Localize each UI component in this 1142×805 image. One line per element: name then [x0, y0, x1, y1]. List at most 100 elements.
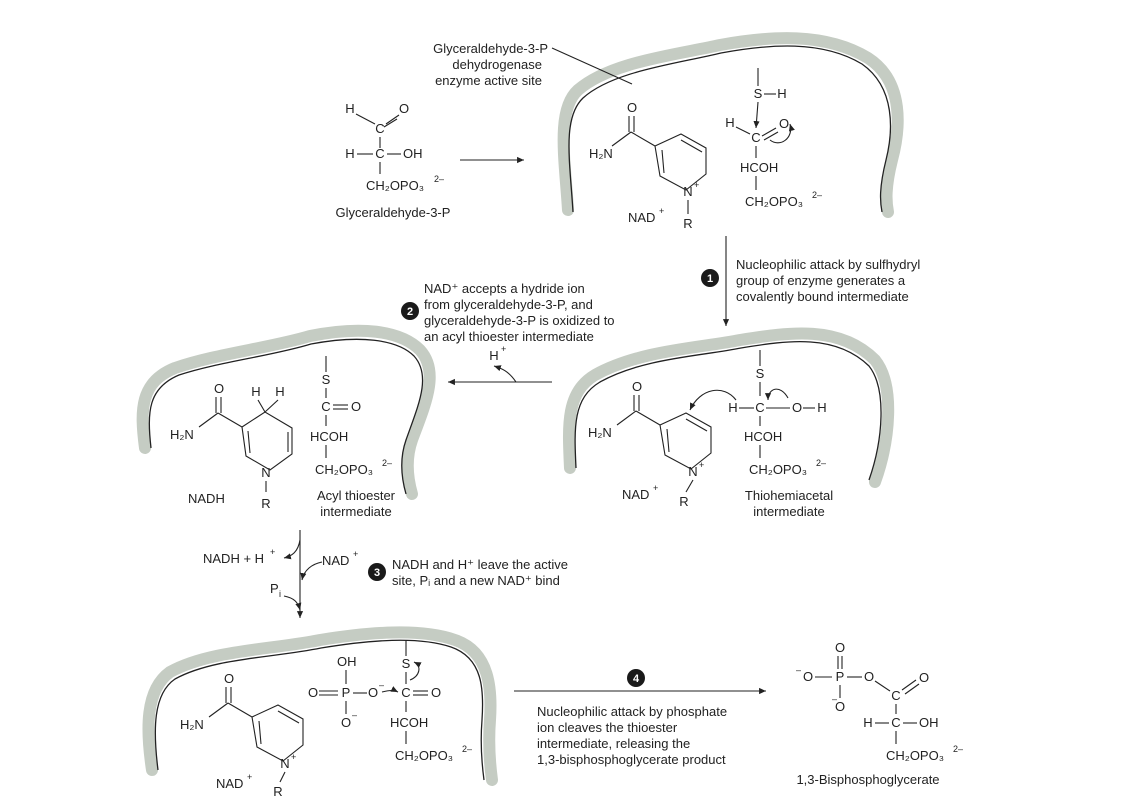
step-1-line-1: Nucleophilic attack by sulfhydryl — [736, 257, 920, 272]
charge-2-minus: 2– — [462, 744, 472, 754]
nad-charge-plus: + — [247, 772, 252, 782]
charge-2-minus: 2– — [382, 458, 392, 468]
product-label: 1,3-Bisphosphoglycerate — [796, 772, 939, 787]
atom-o: O — [308, 685, 318, 700]
charge-plus: + — [699, 460, 704, 470]
atom-c: C — [375, 121, 384, 136]
nad-plus-label: NAD — [216, 776, 243, 791]
arrow-proton-release — [493, 365, 517, 383]
arrow-nucleophilic-attack — [753, 101, 760, 129]
atom-p: P — [342, 685, 351, 700]
arrow-hydride-transfer — [689, 389, 737, 411]
step-1-line-3: covalently bound intermediate — [736, 289, 909, 304]
charge-plus: + — [694, 180, 699, 190]
nad-charge-plus: + — [653, 483, 658, 493]
step-3-line-2: site, Pᵢ and a new NAD⁺ bind — [392, 573, 560, 588]
amide-h2n: H₂N — [170, 427, 194, 442]
nad-plus-label: NAD — [622, 487, 649, 502]
step-4-line-3: intermediate, releasing the — [537, 736, 690, 751]
charge-minus: – — [832, 694, 837, 704]
product-1-3-bisphosphoglycerate: O – O P O O – C O H C OH CH₂OPO₃ 2– 1,3-… — [796, 640, 963, 787]
step-1-badge — [701, 269, 719, 287]
atom-c: C — [891, 688, 900, 703]
step-4-line-2: ion cleaves the thioester — [537, 720, 678, 735]
step-2-line-4: an acyl thioester intermediate — [424, 329, 594, 344]
group-ch2opo3: CH₂OPO₃ — [395, 748, 453, 763]
atom-h: H — [345, 146, 354, 161]
acyl-thioester-label-2: intermediate — [320, 504, 392, 519]
atom-h: H — [251, 384, 260, 399]
step-1: 1 Nucleophilic attack by sulfhydryl grou… — [701, 257, 920, 304]
step-3: 3 NADH and H⁺ leave the active site, Pᵢ … — [368, 557, 568, 588]
nad-plus-label: NAD — [628, 210, 655, 225]
atom-c: C — [755, 400, 764, 415]
atom-c: C — [751, 130, 760, 145]
arrow-pi-enters — [283, 595, 302, 611]
pi-subscript: i — [279, 589, 281, 599]
atom-h: H — [728, 400, 737, 415]
nad-in-label: NAD — [322, 553, 349, 568]
pi-label: P — [270, 581, 279, 596]
atom-h: H — [777, 86, 786, 101]
group-ch2opo3: CH₂OPO₃ — [886, 748, 944, 763]
step-3-line-1: NADH and H⁺ leave the active — [392, 557, 568, 572]
atom-c: C — [401, 685, 410, 700]
atom-o: O — [224, 671, 234, 686]
charge-minus: – — [379, 680, 384, 690]
atom-o: O — [919, 670, 929, 685]
atom-o: O — [864, 669, 874, 684]
atom-h: H — [275, 384, 284, 399]
group-hcoh: HCOH — [740, 160, 778, 175]
atom-o: O — [368, 685, 378, 700]
group-ch2opo3: CH₂OPO₃ — [749, 462, 807, 477]
complex-initial: O H₂N N + R NAD + S H H C O HCOH CH₂OPO₃… — [589, 68, 822, 231]
atom-c: C — [891, 715, 900, 730]
step-4-line-1: Nucleophilic attack by phosphate — [537, 704, 727, 719]
atom-r: R — [679, 494, 688, 509]
thiohemiacetal-label-1: Thiohemiacetal — [745, 488, 833, 503]
arrow-nadh-leaves — [283, 539, 301, 560]
thiohemiacetal-label-2: intermediate — [753, 504, 825, 519]
atom-o: O — [835, 640, 845, 655]
step-2: 2 NAD⁺ accepts a hydride ion from glycer… — [401, 281, 615, 344]
step-2-number: 2 — [407, 306, 413, 318]
atom-oh: OH — [919, 715, 939, 730]
atom-n: N — [683, 184, 692, 199]
complex-phosphate-attack: O H₂N N + R NAD + OH O P O – O – S C — [180, 640, 472, 799]
atom-s: S — [322, 372, 331, 387]
group-ch2opo3: CH₂OPO₃ — [315, 462, 373, 477]
step-2-line-1: NAD⁺ accepts a hydride ion — [424, 281, 585, 296]
atom-h: H — [817, 400, 826, 415]
atom-o: O — [431, 685, 441, 700]
charge-minus: – — [352, 710, 357, 720]
enzyme-pocket-mid-right — [562, 327, 895, 488]
substrate-label: Glyceraldehyde-3-P — [336, 205, 451, 220]
step-4-number: 4 — [633, 673, 640, 685]
step-4: 4 Nucleophilic attack by phosphate ion c… — [537, 669, 727, 767]
acyl-thioester-label-1: Acyl thioester — [317, 488, 396, 503]
enzyme-pocket-top-right — [557, 32, 904, 218]
atom-o: O — [632, 379, 642, 394]
atom-n: N — [688, 464, 697, 479]
step-2-line-2: from glyceraldehyde-3-P, and — [424, 297, 593, 312]
atom-s: S — [754, 86, 763, 101]
atom-r: R — [273, 784, 282, 799]
nadh-h-label: NADH + H — [203, 551, 264, 566]
enzyme-pocket-mid-left — [136, 324, 436, 500]
amide-h2n: H₂N — [589, 146, 613, 161]
h-plus-released: H — [489, 348, 498, 363]
atom-o: O — [835, 699, 845, 714]
atom-c: C — [375, 146, 384, 161]
atom-h: H — [725, 115, 734, 130]
step-1-line-2: group of enzyme generates a — [736, 273, 906, 288]
arrow-nad-enters — [300, 561, 323, 581]
step-2-line-3: glyceraldehyde-3-P is oxidized to — [424, 313, 615, 328]
enzyme-label-line-2: dehydrogenase — [452, 57, 542, 72]
atom-r: R — [261, 496, 270, 511]
charge-plus: + — [291, 752, 296, 762]
charge-2-minus: 2– — [434, 174, 444, 184]
enzyme-pocket-bottom — [142, 626, 498, 786]
nad-charge-plus: + — [659, 206, 664, 216]
